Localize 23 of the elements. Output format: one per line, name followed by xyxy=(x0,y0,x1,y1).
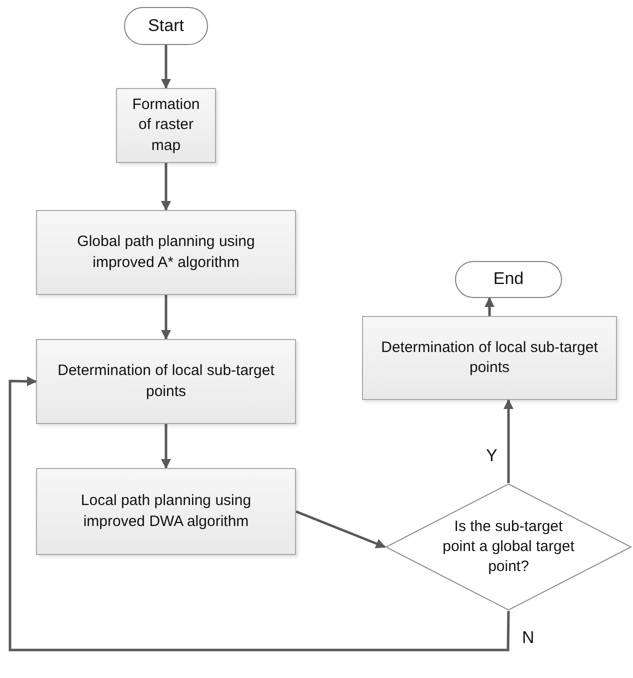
arrow xyxy=(161,163,171,211)
node-text: Start xyxy=(148,14,184,37)
node-text: Local path planning using improved DWA algorithm xyxy=(80,491,252,532)
process-box xyxy=(36,468,296,555)
arrow xyxy=(484,297,494,316)
process-box xyxy=(36,339,296,424)
node-text: Formation of raster map xyxy=(131,95,201,156)
arrow xyxy=(161,45,171,89)
process-box xyxy=(362,316,617,400)
arrow xyxy=(296,510,386,548)
arrow xyxy=(161,424,171,469)
node-text: Global path planning using improved A* algorithm xyxy=(76,232,256,272)
terminal-box xyxy=(455,261,562,298)
arrow xyxy=(504,399,514,483)
node-text: Determination of local sub-target points xyxy=(56,361,276,402)
process-box xyxy=(116,88,216,163)
terminal-box xyxy=(124,7,208,45)
arrow xyxy=(8,376,510,652)
arrow xyxy=(161,295,171,340)
process-box xyxy=(36,210,296,295)
node-text: End xyxy=(493,268,524,290)
node-text: Is the sub-target point a global target point? xyxy=(442,516,576,578)
node-text: Determination of local sub-target points xyxy=(380,338,599,378)
